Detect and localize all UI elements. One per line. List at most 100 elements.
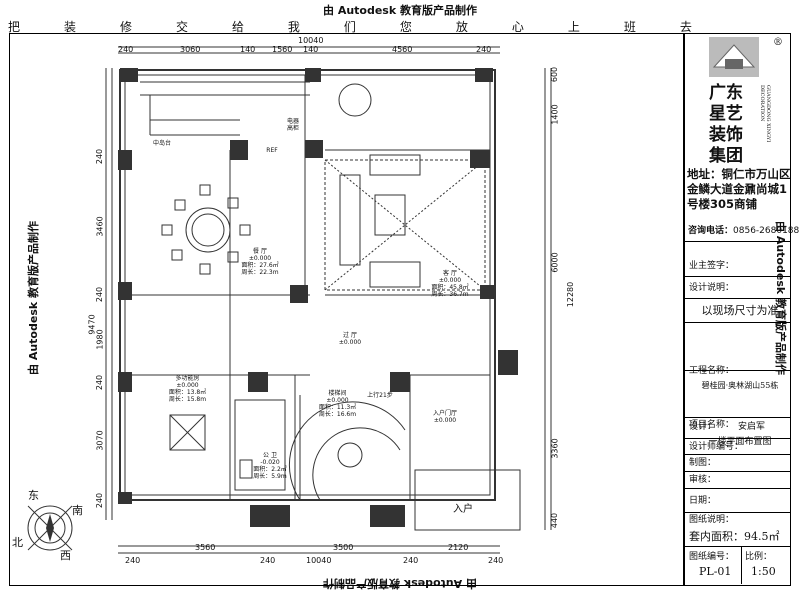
area-row: 套内面积：94.5㎡ — [685, 527, 791, 547]
design-note: 以现场尺寸为准 — [685, 299, 791, 323]
logo-icon — [712, 44, 756, 69]
room-perimeter: 周长：22.3m — [241, 269, 279, 276]
ref-label: REF — [266, 147, 278, 154]
review-row: 审核： — [685, 472, 791, 489]
island-label: 中岛台 — [152, 140, 171, 147]
room-name: 餐 厅 — [253, 248, 267, 255]
scale-value: 1:50 — [751, 565, 776, 578]
stair-note: 上行21步 — [367, 392, 393, 399]
assistant-row: 设计师编号： — [685, 439, 791, 455]
dim-top: 240 — [476, 45, 492, 54]
room-name: 多功能房 — [175, 375, 200, 382]
dim-right: 440 — [550, 512, 560, 529]
draw-row: 制图： — [685, 455, 791, 472]
dim-right: 6000 — [550, 252, 560, 273]
compass-rose — [27, 505, 73, 551]
room-name: 入户门厅 — [432, 410, 457, 417]
dim-right: 3360 — [550, 438, 560, 459]
room-level: ±0.000 — [433, 417, 457, 424]
drawing-number-block: 图纸编号： PL-01 比例： 1:50 — [685, 547, 791, 584]
dim-bottom: 2120 — [448, 543, 469, 552]
room-corridor: 过 厅 ±0.000 — [330, 332, 370, 346]
room-area: 面积：45.8㎡ — [431, 284, 469, 291]
dim-bottom: 3500 — [333, 543, 354, 552]
dim-left: 3460 — [95, 216, 105, 237]
slogan-char: 班 — [623, 20, 636, 34]
compass-south: 南 — [72, 504, 83, 517]
dim-bottom: 240 — [260, 556, 276, 565]
room-area: 面积：27.6㎡ — [241, 262, 279, 269]
designer-row: 设计：安启军 — [685, 415, 791, 439]
project-value: 碧桂园·奥林湖山55栋 — [701, 381, 779, 390]
item-name: 项目名称： 一楼平面布置图 — [685, 371, 791, 447]
slogan-char: 放 — [455, 20, 468, 34]
dim-left: 240 — [95, 148, 105, 165]
entry-label: 入户 — [453, 504, 473, 515]
registered-mark: ® — [773, 37, 783, 48]
slogan-char: 去 — [679, 20, 692, 34]
room-name: 楼梯间 — [328, 390, 347, 397]
room-level: ±0.000 — [248, 255, 272, 262]
dim-left: 240 — [95, 286, 105, 303]
title-block: ® 广东 星艺 装饰 集团 GUANGDONG XINGYI DECORATIO… — [683, 33, 799, 586]
no-label: 图纸编号： — [689, 552, 735, 562]
dim-bottom: 240 — [125, 556, 141, 565]
room-level: ±0.000 — [326, 397, 349, 404]
room-perimeter: 周长：16.6m — [318, 411, 357, 418]
watermark-top: 由 Autodesk 教育版产品制作 — [322, 4, 477, 17]
floor-plan — [105, 46, 552, 554]
dim-top: 4560 — [392, 45, 413, 54]
no-value: PL-01 — [699, 565, 732, 578]
slogan-char: 心 — [511, 20, 524, 34]
dim-top: 140 — [240, 45, 256, 54]
room-perimeter: 周长：5.9m — [253, 473, 287, 480]
dim-top: 140 — [303, 45, 319, 54]
designer-value: 安启军 — [738, 422, 766, 432]
compass-west: 西 — [60, 549, 71, 562]
scale-label: 比例： — [745, 552, 773, 562]
drawing-note-row: 图纸说明： — [689, 515, 735, 525]
company-en: GUANGDONG XINGYI DECORATION — [759, 85, 771, 143]
dim-top: 3060 — [180, 45, 201, 54]
slogan-char: 交 — [175, 20, 188, 34]
room-level: ±0.000 — [338, 339, 362, 346]
dim-left: 3070 — [95, 430, 105, 451]
room-area: 面积：2.2㎡ — [253, 466, 287, 473]
slogan-char: 修 — [119, 20, 132, 34]
slogan-char: 您 — [399, 20, 412, 34]
dim-top: 1560 — [272, 45, 293, 54]
room-area: 面积：11.3㎡ — [318, 404, 357, 411]
dim-right: 1400 — [550, 104, 560, 125]
room-name: 过 厅 — [343, 332, 357, 339]
compass-east: 东 — [28, 489, 39, 502]
slogan-char: 们 — [343, 20, 356, 34]
item-value: 一楼平面布置图 — [708, 437, 772, 447]
item-label: 项目名称： — [689, 420, 735, 430]
dim-bottom: 240 — [488, 556, 504, 565]
room-perimeter: 周长：15.8m — [168, 396, 207, 403]
room-dining: 餐 厅 ±0.000 面积：27.6㎡ 周长：22.3m — [235, 248, 285, 276]
compass-north: 北 — [12, 536, 23, 549]
dim-top-total: 10040 — [298, 36, 324, 45]
room-area: 面积：13.8㎡ — [168, 389, 207, 396]
date-row: 日期： — [685, 489, 791, 513]
room-entrance-hall: 入户门厅 ±0.000 — [420, 410, 470, 424]
company-name: 广东 星艺 装饰 集团 — [709, 83, 743, 166]
slogan-char: 给 — [231, 20, 244, 34]
dim-right-total: 12280 — [566, 281, 576, 308]
dim-left: 1980 — [95, 329, 105, 350]
drawing-frame — [9, 33, 791, 586]
phone-number: 0856-2680188 — [733, 226, 800, 236]
dim-left: 240 — [95, 492, 105, 509]
project-label: 工程名称： — [689, 366, 735, 376]
slogan-char: 上 — [567, 20, 580, 34]
room-stair: 楼梯间 ±0.000 面积：11.3㎡ 周长：16.6m — [310, 390, 365, 418]
dim-bottom-total: 10040 — [306, 556, 332, 565]
dim-bottom: 240 — [403, 556, 419, 565]
room-name: 客 厅 — [443, 270, 457, 277]
dim-top: 240 — [118, 45, 134, 54]
dim-left: 240 — [95, 374, 105, 391]
slogan-char: 装 — [63, 20, 76, 34]
slogan-char: 把 — [8, 20, 21, 34]
appliance-label: 电器 高柜 — [286, 118, 299, 132]
